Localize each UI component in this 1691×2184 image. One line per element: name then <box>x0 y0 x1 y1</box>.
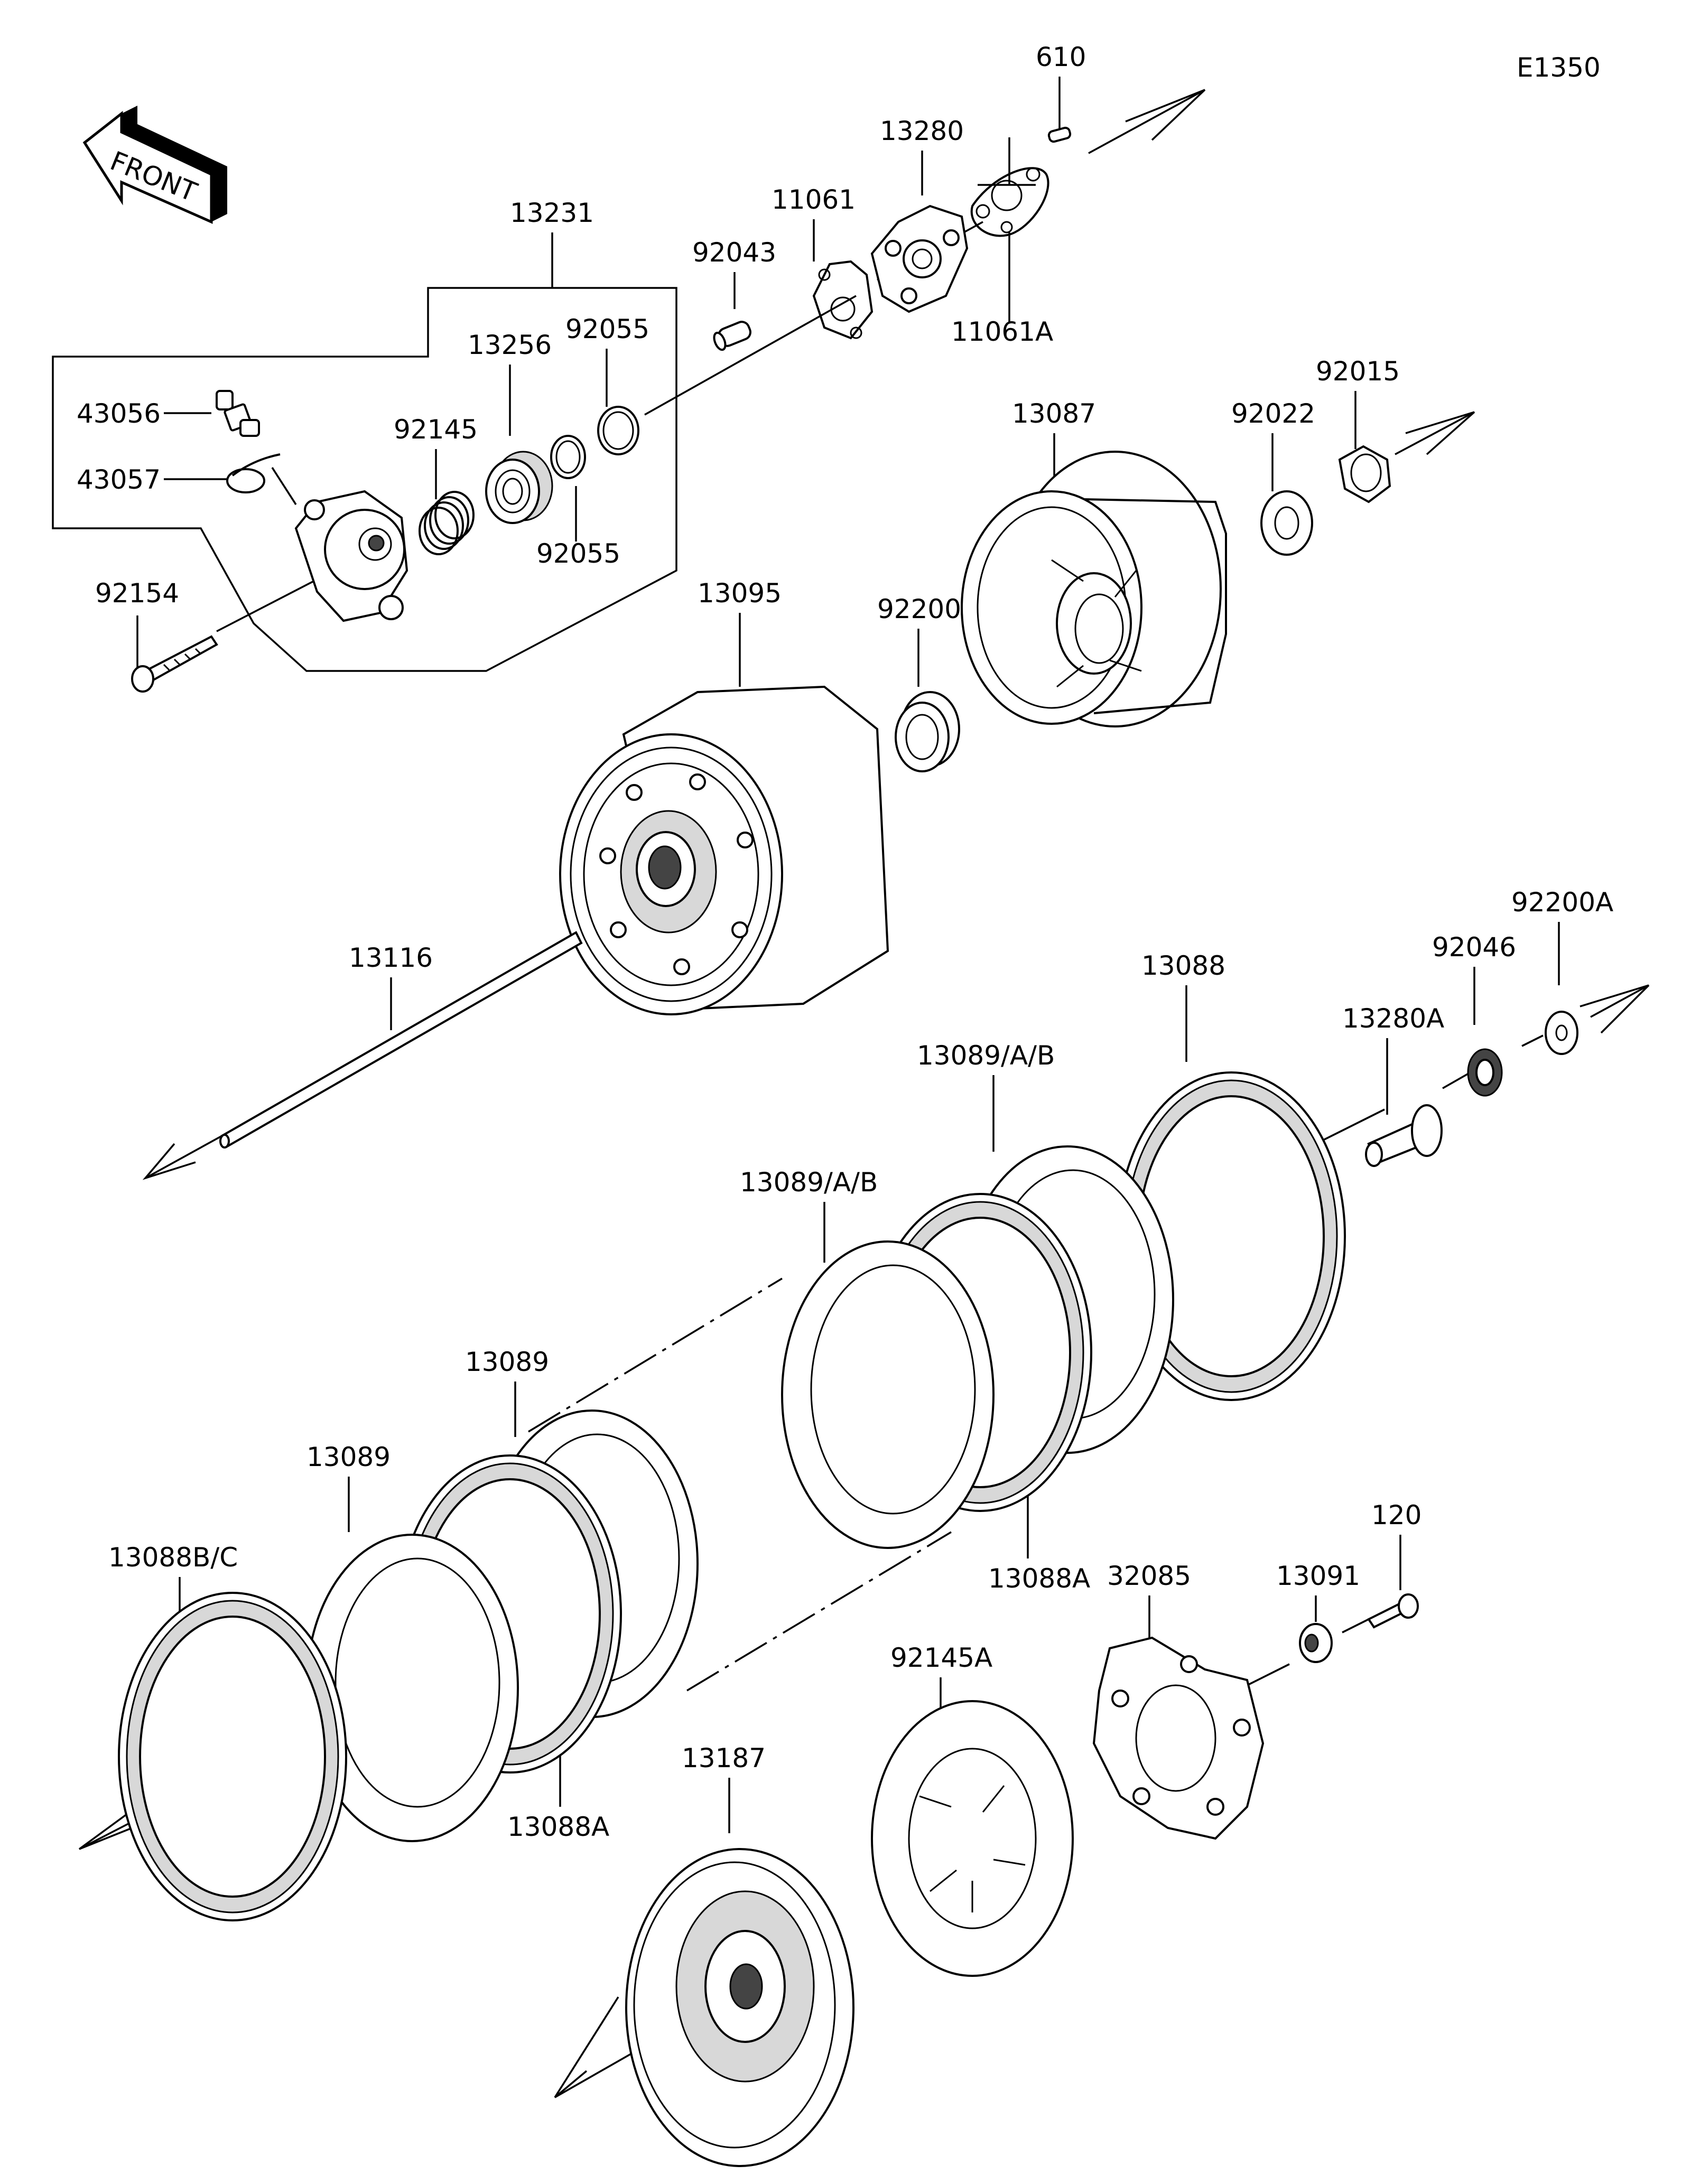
part-11061-gasket <box>812 260 874 340</box>
label-13088: 13088 <box>1141 950 1225 981</box>
part-43057-cap <box>226 453 281 493</box>
part-13187-pressure-plate <box>625 1848 854 2167</box>
part-92145A-plate <box>871 1700 1074 1977</box>
label-13116: 13116 <box>349 942 433 973</box>
label-13231: 13231 <box>510 198 594 228</box>
front-arrow-icon: FRONT <box>82 106 227 224</box>
part-13256-piston <box>485 451 553 524</box>
label-13091: 13091 <box>1276 1561 1360 1591</box>
label-13280: 13280 <box>880 116 964 146</box>
part-92145-spring <box>419 491 475 555</box>
part-13089AB-steel-plate-lower <box>781 1240 995 1549</box>
part-32085-spring-plate <box>1092 1636 1265 1840</box>
label-610: 610 <box>1036 42 1086 72</box>
label-32085: 32085 <box>1107 1561 1191 1591</box>
13087-teeth <box>1083 498 1227 714</box>
part-13280-cover <box>870 204 969 313</box>
part-13088BC-friction-plate <box>118 1592 347 1921</box>
part-92200-spacer <box>895 691 960 772</box>
part-43056-bleeder <box>216 390 260 437</box>
label-92046: 92046 <box>1432 932 1516 963</box>
label-92022: 92022 <box>1231 398 1315 429</box>
diagram-code: E1350 <box>1517 52 1601 83</box>
label-13088A-left: 13088A <box>507 1812 609 1842</box>
part-slave-cylinder-body <box>294 490 408 622</box>
part-11061A-gasket <box>970 167 1049 237</box>
part-92154-bolt <box>131 635 218 693</box>
label-13187: 13187 <box>682 1743 766 1774</box>
label-92200: 92200 <box>877 594 961 624</box>
part-13116-push-rod <box>219 931 583 1149</box>
part-13091-holder <box>1299 1623 1333 1663</box>
part-92022-washer <box>1260 490 1313 556</box>
label-13089AB-upper: 13089/A/B <box>917 1040 1055 1071</box>
label-43057: 43057 <box>77 464 161 495</box>
part-13095-clutch-housing <box>559 685 889 1015</box>
label-92145: 92145 <box>394 414 478 445</box>
label-13089-upper: 13089 <box>465 1347 549 1377</box>
label-92015: 92015 <box>1316 356 1400 387</box>
part-92046-bearing <box>1467 1048 1503 1097</box>
part-92200A-washer <box>1545 1011 1578 1055</box>
label-13087: 13087 <box>1012 398 1096 429</box>
assembly-outline-13231 <box>52 232 677 672</box>
part-92015-nut <box>1338 445 1391 503</box>
label-92154: 92154 <box>95 578 179 609</box>
label-11061A: 11061A <box>951 316 1053 347</box>
label-92055-upper: 92055 <box>565 314 649 344</box>
part-120-bolt <box>1367 1593 1419 1629</box>
part-13087-clutch-hub <box>961 451 1227 727</box>
part-610-pin <box>1047 126 1072 143</box>
label-43056: 43056 <box>77 398 161 429</box>
label-11061: 11061 <box>772 184 856 215</box>
part-13088-friction-plate <box>1117 1071 1346 1401</box>
label-13088BC: 13088B/C <box>108 1542 238 1573</box>
label-13095: 13095 <box>698 578 782 609</box>
label-92200A: 92200A <box>1511 887 1613 918</box>
part-92055-o-rings <box>550 406 639 479</box>
label-13089AB-lower: 13089/A/B <box>740 1167 878 1198</box>
label-13088A-right: 13088A <box>988 1563 1090 1594</box>
part-92043-pin <box>713 321 751 351</box>
label-120: 120 <box>1371 1500 1421 1530</box>
label-92055-lower: 92055 <box>536 538 620 569</box>
label-13280A: 13280A <box>1342 1003 1444 1034</box>
label-13256: 13256 <box>468 330 552 360</box>
part-13280A-holder <box>1365 1104 1443 1167</box>
leader-lines <box>136 77 1560 1833</box>
label-92043: 92043 <box>692 237 776 268</box>
label-13089-lower: 13089 <box>306 1442 391 1472</box>
label-92145A: 92145A <box>890 1642 992 1673</box>
